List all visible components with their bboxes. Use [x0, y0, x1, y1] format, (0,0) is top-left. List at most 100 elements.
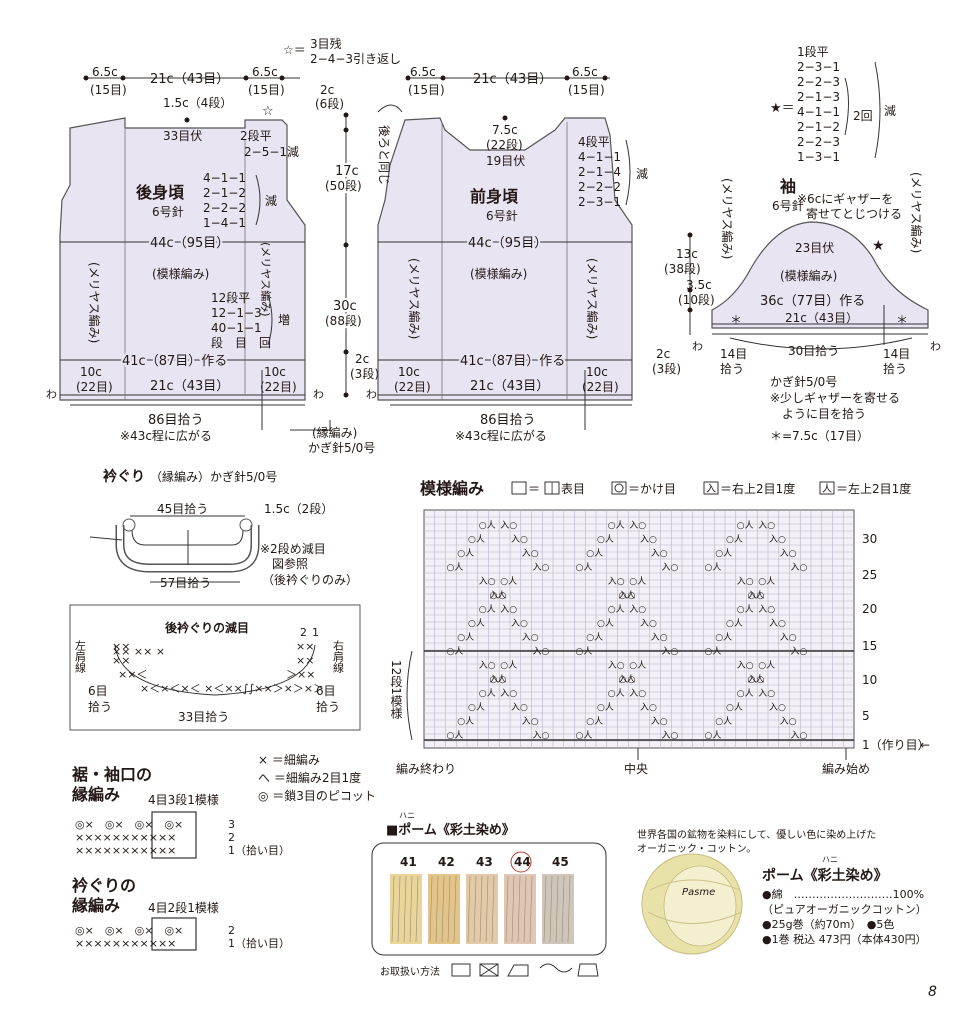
- sleeve-cap-h: 13c: [676, 247, 698, 261]
- lace-symbol: ○人: [468, 702, 485, 713]
- yarn-care: お取扱い方法: [380, 965, 440, 978]
- back-width: 44c（95目）: [150, 236, 229, 251]
- product-spec-1: ●綿 ………………………100%: [762, 887, 924, 901]
- lace-symbol: ○人: [737, 520, 754, 531]
- star-note: ★＝ 1段平 2−3−1 2−2−3 2−1−3 4−1−1 2−1−2 2−2…: [770, 44, 896, 164]
- product-spec-4: ●1巻 税込 473円（本体430円）: [762, 932, 927, 946]
- star-row-5: 4−1−1: [797, 105, 840, 119]
- back-arm-dec-label: 減: [265, 193, 277, 208]
- lace-symbol: ○人: [726, 534, 743, 545]
- lace-symbol: ○人: [705, 730, 722, 741]
- product-ruby: ハニ: [822, 855, 838, 864]
- hem-edge-row1: 1（拾い目）: [228, 843, 290, 857]
- yarn-strand: [391, 875, 395, 943]
- lace-symbol: ○人: [608, 604, 625, 615]
- front-cast-on: 41c（87目）作る: [460, 354, 565, 369]
- yarn-strand: [447, 875, 451, 943]
- repeat-side: 12段1模様: [389, 660, 403, 719]
- yarn-strand: [511, 875, 515, 943]
- product-desc-2: オーガニック・コットン。: [637, 843, 756, 855]
- lace-symbol: ○人: [500, 660, 517, 671]
- yarn-strand: [517, 875, 521, 943]
- product-name: ポーム《彩土染め》: [762, 867, 888, 884]
- lace-symbol: ○人: [629, 660, 646, 671]
- row-label-10: 10: [862, 673, 877, 687]
- lace-symbol: 入○: [780, 632, 797, 643]
- sleeve-star-mark: ★: [872, 238, 885, 254]
- bind-off-label: 編み終わり: [396, 761, 456, 776]
- sleeve-wa-left: わ: [692, 340, 703, 353]
- product-spec-2: （ピュアオーガニックコットン）: [762, 903, 927, 916]
- back-neck-detail: 後衿ぐりの減目 左肩線 右肩線 2 1 ×× ×× × ×× ×× ××＜ ×＜…: [69, 604, 361, 731]
- neck-edge-row1: 1（拾い目）: [228, 936, 290, 950]
- yarn-strand: [409, 875, 413, 943]
- legend-picot: ◎ ＝鎖3目のピコット: [258, 788, 376, 803]
- lace-symbol: ○人: [726, 618, 743, 629]
- neckline-title-sub: （縁編み）かぎ針5/0号: [150, 469, 277, 484]
- page-number: 8: [928, 984, 937, 1000]
- bnd-x-right-1: ××: [296, 640, 314, 653]
- ball-brand: Pasme: [682, 887, 715, 898]
- yarn-strand: [479, 875, 483, 943]
- sleeve-needle: 6号針: [772, 198, 804, 213]
- bnd-x-right-3: ＞××: [286, 668, 315, 681]
- lace-symbol: ○人: [468, 534, 485, 545]
- neckline-back-pickup: 45目拾う: [157, 501, 208, 516]
- lace-symbol: ○人: [479, 604, 496, 615]
- sleeve-gather-2: 寄せてとじつける: [806, 206, 902, 221]
- sleeve-wa-right: わ: [930, 340, 941, 353]
- legend-left-dec-sym: 人: [822, 483, 832, 495]
- yarn-strand: [567, 875, 571, 943]
- bnd-left-pickup: 6目: [88, 684, 108, 698]
- back-side-stitch-right: (メリヤス編み): [259, 242, 273, 317]
- sleeve-pickup-left: 14目: [720, 347, 747, 361]
- neck-edge-row1-marks: ×××××××××××: [75, 937, 176, 950]
- lace-symbol: ○人: [597, 534, 614, 545]
- lace-symbol: 入○: [629, 604, 646, 615]
- crochet-legend: × ＝細編み へ ＝細編み2目1度 ◎ ＝鎖3目のピコット: [258, 752, 376, 803]
- bnd-x-bottom-1: ×＜×＜×＜ ×＜××∫∫××＞×＞×＞: [140, 682, 324, 695]
- yarn-strand: [485, 875, 489, 943]
- lace-symbol: ○人: [608, 520, 625, 531]
- lace-symbol: ○人: [586, 632, 603, 643]
- product-desc-1: 世界各国の鉱物を染料にして、優しい色に染め上げた: [637, 828, 876, 841]
- bnd-left-pickup-2: 拾う: [88, 699, 112, 714]
- vm-armhole-rows: (50段): [325, 178, 362, 193]
- back-needle: 6号針: [152, 204, 184, 219]
- vm-hook: かぎ針5/0号: [308, 440, 375, 455]
- yarn-strand: [523, 875, 527, 943]
- swatch-number: 44: [514, 855, 531, 869]
- sleeve-center-stitch: (模様編み): [780, 268, 837, 283]
- lace-symbol: ○人: [748, 674, 765, 685]
- lace-symbol: 入○: [490, 590, 507, 601]
- star-row-6: 2−1−2: [797, 120, 840, 134]
- selected-color-ring: [510, 851, 532, 873]
- front-neck-dec-5: 2−3−1: [578, 195, 621, 209]
- front-neck-dec-1: 4段平: [578, 134, 610, 149]
- lace-symbol: ○人: [619, 674, 636, 685]
- neck-edge-repeat: 4目2段1模様: [148, 900, 219, 915]
- yarn-strand: [555, 875, 559, 943]
- lace-symbol: 入○: [511, 534, 528, 545]
- front-needle: 6号針: [486, 208, 518, 223]
- bnd-right-pickup-2: 拾う: [316, 699, 340, 714]
- front-hem-right: 10c: [586, 365, 608, 379]
- vm-hem: 2c: [355, 352, 369, 366]
- lace-symbol: 入○: [662, 730, 679, 741]
- back-hem-left-st: (22目): [76, 380, 113, 394]
- front-width: 44c（95目）: [468, 236, 547, 251]
- neckline-diagram: 衿ぐり （縁編み）かぎ針5/0号 45目拾う 1.5c（2段） 57目拾う ※2…: [89, 468, 358, 590]
- bnd-row-1: 1: [312, 626, 319, 639]
- neckline-width: 1.5c（2段）: [264, 501, 333, 516]
- lace-symbol: 入○: [619, 590, 636, 601]
- pattern-chart: 模様編み ＝ │ 表目 ＝かけ目 入 ＝右上2目1度 人 ＝左上2目1度 ○人入…: [389, 479, 930, 776]
- sleeve-ast-left: ＊: [730, 313, 742, 327]
- lace-symbol: ○人: [726, 702, 743, 713]
- back-inc-1: 12段平: [211, 290, 250, 305]
- lace-symbol: ○人: [490, 590, 507, 601]
- lace-symbol: 入○: [608, 576, 625, 587]
- bnd-title: 後衿ぐりの減目: [165, 620, 249, 635]
- lace-symbol: 入○: [479, 576, 496, 587]
- lace-symbol: 入○: [769, 702, 786, 713]
